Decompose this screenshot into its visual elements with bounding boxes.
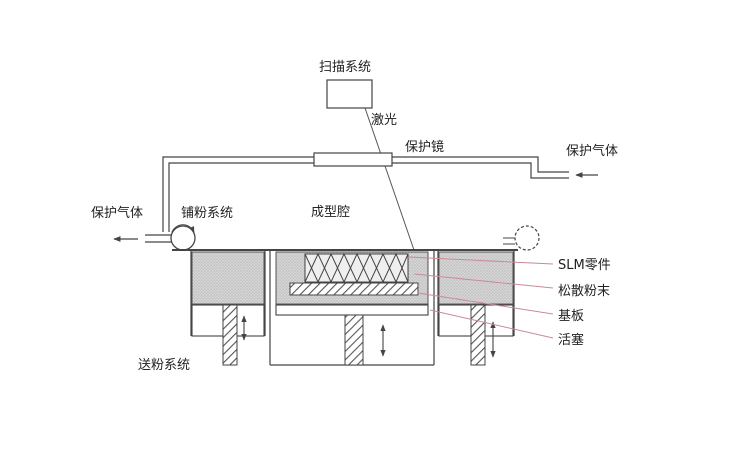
overflow-chamber-walls [437,250,515,336]
recoater-roller-ghost-icon [514,225,540,251]
laser-beam [364,107,415,251]
gas-outlet-pipe [145,234,172,243]
protective-lens [313,152,393,167]
feed-chamber-walls [190,250,266,336]
gas-pipe-upper [162,156,569,232]
recoater-system-label: 铺粉系统 [181,206,233,221]
scan-system-label: 扫描系统 [319,60,371,75]
gas-pipe-lower [168,162,569,232]
shield-gas-left-label: 保护气体 [91,205,143,221]
powder-feed-system-label: 送粉系统 [138,358,190,373]
substrate [289,282,419,296]
slm-part [304,253,409,283]
build-chamber-label: 成型腔 [311,205,350,220]
slm-part-label: SLM零件 [558,258,611,273]
shield-gas-right-label: 保护气体 [566,143,618,159]
loose-powder-label: 松散粉末 [558,284,610,299]
laser-label: 激光 [371,113,397,128]
feed-powder [191,251,265,305]
overflow-piston [470,304,486,366]
build-plate [275,304,429,316]
leader-lines [407,256,554,339]
recoater-roller-icon [170,225,196,251]
feed-piston [222,304,238,366]
substrate-label: 基板 [558,309,584,324]
piston-label: 活塞 [558,332,584,348]
build-piston [344,314,364,366]
slm-part-lattice [304,252,409,284]
protective-lens-label: 保护镜 [405,140,444,155]
scan-system-box [326,79,373,109]
